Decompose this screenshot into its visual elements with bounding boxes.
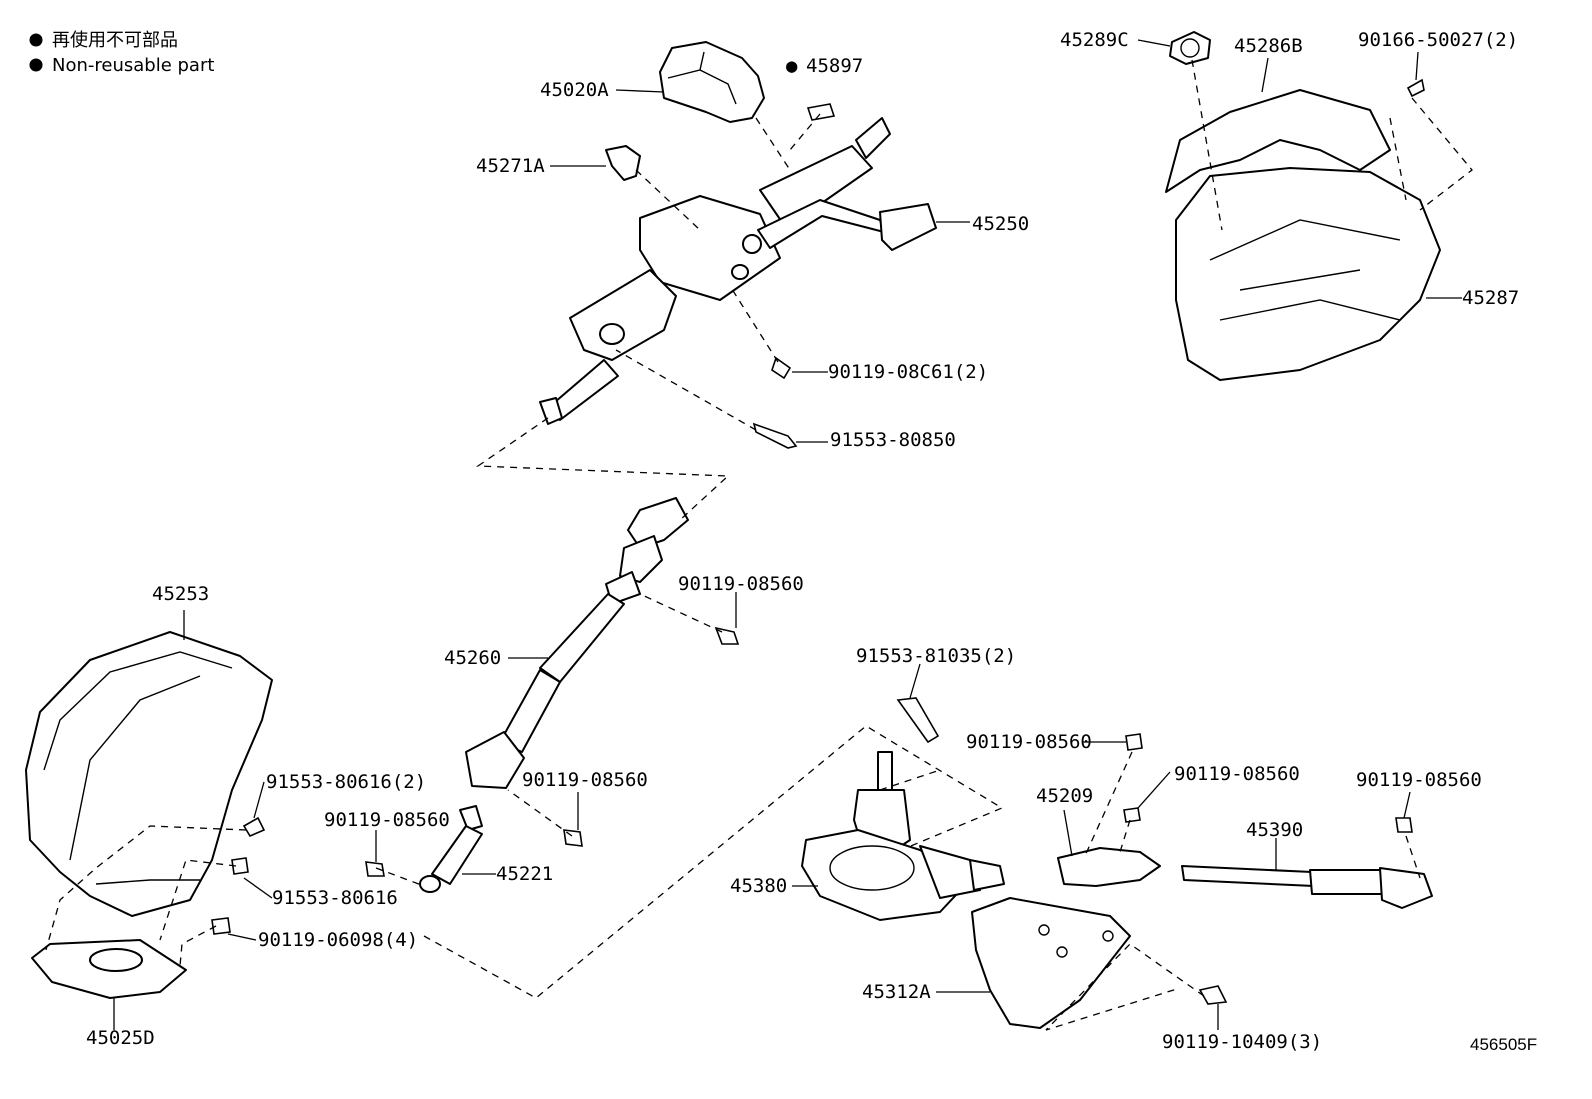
label-45253: 45253 (152, 583, 209, 605)
steering-gear-drawing (801, 697, 1433, 1029)
label-90119-08560-f: 90119-08560 (1356, 769, 1482, 791)
label-90119-08560-b: 90119-08560 (522, 769, 648, 791)
assembly-dashed-lines (45, 59, 1473, 1031)
label-45286B: 45286B (1234, 35, 1303, 57)
non-reusable-bullet-icon (29, 58, 43, 72)
non-reusable-bullet-icon (29, 33, 43, 47)
label-90119-08560-c: 90119-08560 (324, 809, 450, 831)
figure-id: 456505F (1470, 1035, 1537, 1054)
lower-cover-drawing (25, 631, 273, 999)
label-45390: 45390 (1246, 819, 1303, 841)
label-90119-08560-e: 90119-08560 (1174, 763, 1300, 785)
intermediate-shaft-drawing (365, 497, 740, 893)
label-90119-10409: 90119-10409(3) (1162, 1031, 1322, 1053)
label-90166-50027: 90166-50027(2) (1358, 29, 1518, 51)
label-45380: 45380 (730, 875, 787, 897)
part-labels: 45020A ● 45897 45271A 45250 90119-08C61(… (86, 29, 1519, 1053)
label-45260: 45260 (444, 647, 501, 669)
label-91553-81035: 91553-81035(2) (856, 645, 1016, 667)
label-45025D: 45025D (86, 1027, 155, 1049)
label-45287: 45287 (1462, 287, 1519, 309)
label-45221: 45221 (496, 863, 553, 885)
column-cover-drawing (1165, 31, 1441, 381)
label-90119-08560-a: 90119-08560 (678, 573, 804, 595)
legend: 再使用不可部品 Non-reusable part (29, 30, 214, 76)
label-90119-06098: 90119-06098(4) (258, 929, 418, 951)
label-90119-08560-d: 90119-08560 (966, 731, 1092, 753)
steering-column-drawing (539, 41, 937, 449)
label-45312A: 45312A (862, 981, 931, 1003)
legend-non-reusable-en: Non-reusable part (52, 55, 214, 76)
label-45897: ● (786, 55, 798, 77)
label-45250: 45250 (972, 213, 1029, 235)
label-91553-80616: 91553-80616 (272, 887, 398, 909)
label-45271A: 45271A (476, 155, 545, 177)
label-45289C: 45289C (1060, 29, 1129, 51)
label-90119-08C61: 90119-08C61(2) (828, 361, 988, 383)
label-91553-80616-2: 91553-80616(2) (266, 771, 426, 793)
label-45209: 45209 (1036, 785, 1093, 807)
leader-lines (113, 39, 1462, 1030)
label-45020A: 45020A (540, 79, 609, 101)
label-45897-number: 45897 (806, 55, 863, 77)
label-91553-80850: 91553-80850 (830, 429, 956, 451)
legend-non-reusable-jp: 再使用不可部品 (52, 30, 178, 51)
